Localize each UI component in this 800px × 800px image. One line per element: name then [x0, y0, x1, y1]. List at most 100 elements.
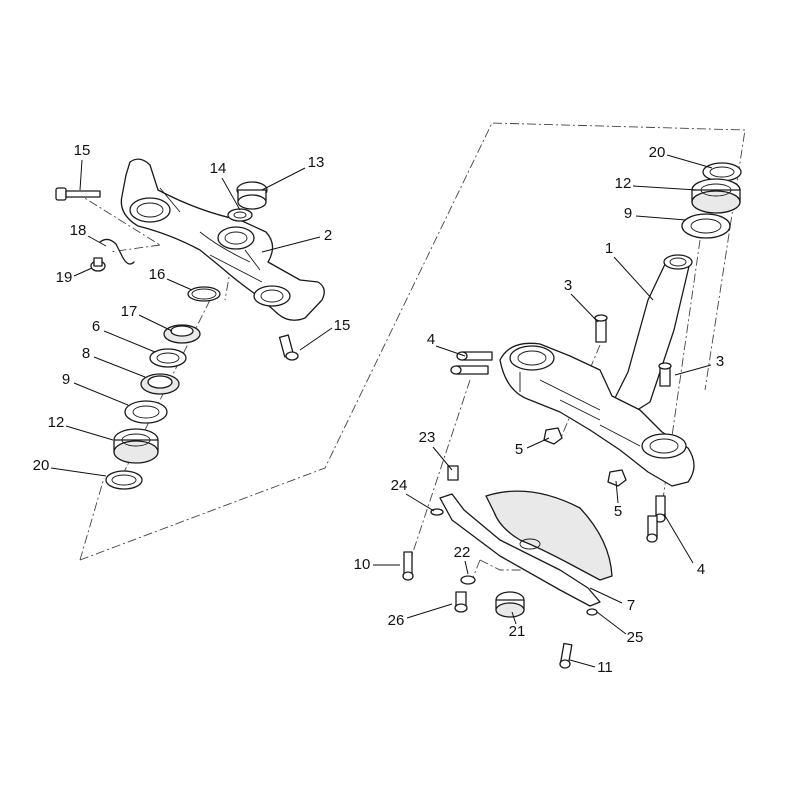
- ring-8: [140, 373, 180, 395]
- leader-c-17: [138, 314, 173, 332]
- callout-c-20-right: 20: [649, 144, 666, 161]
- plate-7: [439, 490, 613, 607]
- leader-c-8: [93, 356, 146, 378]
- nut-5-mid: [543, 427, 563, 445]
- callout-c-25: 25: [627, 629, 644, 646]
- callout-c-6: 6: [92, 318, 100, 335]
- callout-c-21: 21: [509, 623, 526, 640]
- nut-13: [236, 181, 268, 210]
- ring-16: [187, 286, 221, 302]
- leader-c-25: [596, 611, 627, 635]
- leader-c-5-mid: [526, 437, 550, 449]
- seal-9-right: [681, 213, 731, 239]
- grommet-21: [495, 591, 525, 618]
- callout-c-24: 24: [391, 477, 408, 494]
- bolt-10: [402, 551, 414, 581]
- seal-9-left: [124, 400, 168, 424]
- leader-c-24: [405, 493, 435, 512]
- bolt-3-right: [658, 362, 672, 387]
- callout-c-9-right: 9: [624, 205, 632, 222]
- bolts-4-top: [450, 351, 493, 375]
- callout-c-5-mid: 5: [515, 441, 523, 458]
- callout-c-10: 10: [354, 556, 371, 573]
- callout-c-20-left: 20: [33, 457, 50, 474]
- bolt-26: [454, 591, 468, 613]
- screw-19: [90, 257, 106, 272]
- leader-c-15-mid: [299, 327, 333, 351]
- leader-c-4-top: [435, 345, 466, 357]
- leader-c-21: [511, 611, 517, 625]
- callout-c-8: 8: [82, 345, 90, 362]
- callout-c-15-left: 15: [74, 142, 91, 159]
- callout-c-17: 17: [121, 303, 138, 320]
- leader-c-6: [103, 330, 156, 353]
- callout-c-11: 11: [597, 659, 613, 676]
- bearing-12-left: [113, 428, 159, 464]
- upper-triple-clamp: [120, 158, 325, 321]
- callout-c-12-left: 12: [48, 414, 65, 431]
- leader-c-22: [464, 560, 469, 575]
- callout-c-9-left: 9: [62, 371, 70, 388]
- leader-c-5-low: [615, 480, 619, 504]
- leader-c-3-top: [570, 293, 599, 323]
- callout-c-1: 1: [605, 240, 613, 257]
- callout-c-2: 2: [324, 227, 332, 244]
- bolt-3-top: [594, 314, 608, 343]
- clip-18: [99, 238, 135, 265]
- leader-c-13: [261, 167, 306, 191]
- leader-c-26: [406, 603, 453, 619]
- callout-c-14: 14: [210, 160, 227, 177]
- callout-c-3-top: 3: [564, 277, 572, 294]
- leader-c-15-left: [79, 159, 83, 191]
- bolt-11: [559, 642, 573, 669]
- leader-c-20-left: [50, 467, 107, 477]
- washer-20-left: [105, 470, 143, 490]
- leader-c-12-right: [632, 185, 698, 191]
- lower-triple-clamp-stem: [499, 254, 695, 487]
- leader-c-19: [73, 267, 93, 277]
- leader-c-11: [569, 659, 596, 668]
- callout-c-22: 22: [454, 544, 471, 561]
- callout-c-5-low: 5: [614, 503, 622, 520]
- washer-20-right: [702, 162, 742, 182]
- callout-c-26: 26: [388, 612, 405, 629]
- leader-c-16: [166, 278, 193, 291]
- callout-c-18: 18: [70, 222, 87, 239]
- leader-c-9-right: [635, 215, 687, 221]
- leader-c-20-right: [666, 154, 713, 169]
- leader-c-23: [432, 446, 453, 471]
- bolts-4-bottom: [646, 495, 666, 543]
- washer-14: [227, 208, 253, 222]
- leader-c-14: [221, 177, 241, 211]
- leader-c-9-left: [73, 382, 129, 406]
- bolt-15-lower: [278, 334, 299, 361]
- callout-c-13: 13: [308, 154, 325, 171]
- callout-c-4-top: 4: [427, 331, 435, 348]
- washer-22: [460, 575, 476, 585]
- washer-25: [586, 608, 598, 616]
- leader-c-12-left: [65, 425, 114, 441]
- spacer-23: [447, 465, 459, 481]
- leader-c-1: [613, 256, 654, 301]
- washer-6: [149, 348, 187, 368]
- callout-c-16: 16: [149, 266, 166, 283]
- leader-c-4-right: [663, 513, 694, 564]
- leader-c-7: [589, 587, 623, 604]
- leader-c-3-right: [674, 364, 712, 376]
- bolt-15-left: [55, 187, 101, 201]
- leader-c-18: [87, 235, 107, 247]
- ring-nut-17: [163, 324, 201, 344]
- bearing-12-right: [691, 178, 741, 214]
- callout-c-4-right: 4: [697, 561, 705, 578]
- callout-c-23: 23: [419, 429, 436, 446]
- callout-c-12-right: 12: [615, 175, 632, 192]
- callout-c-3-right: 3: [716, 353, 724, 370]
- callout-leaders: [50, 154, 713, 668]
- callout-c-19: 19: [56, 269, 73, 286]
- nut-5-low: [607, 469, 627, 487]
- callout-c-7: 7: [627, 597, 635, 614]
- leader-c-2: [261, 236, 321, 253]
- callout-c-15-mid: 15: [334, 317, 351, 334]
